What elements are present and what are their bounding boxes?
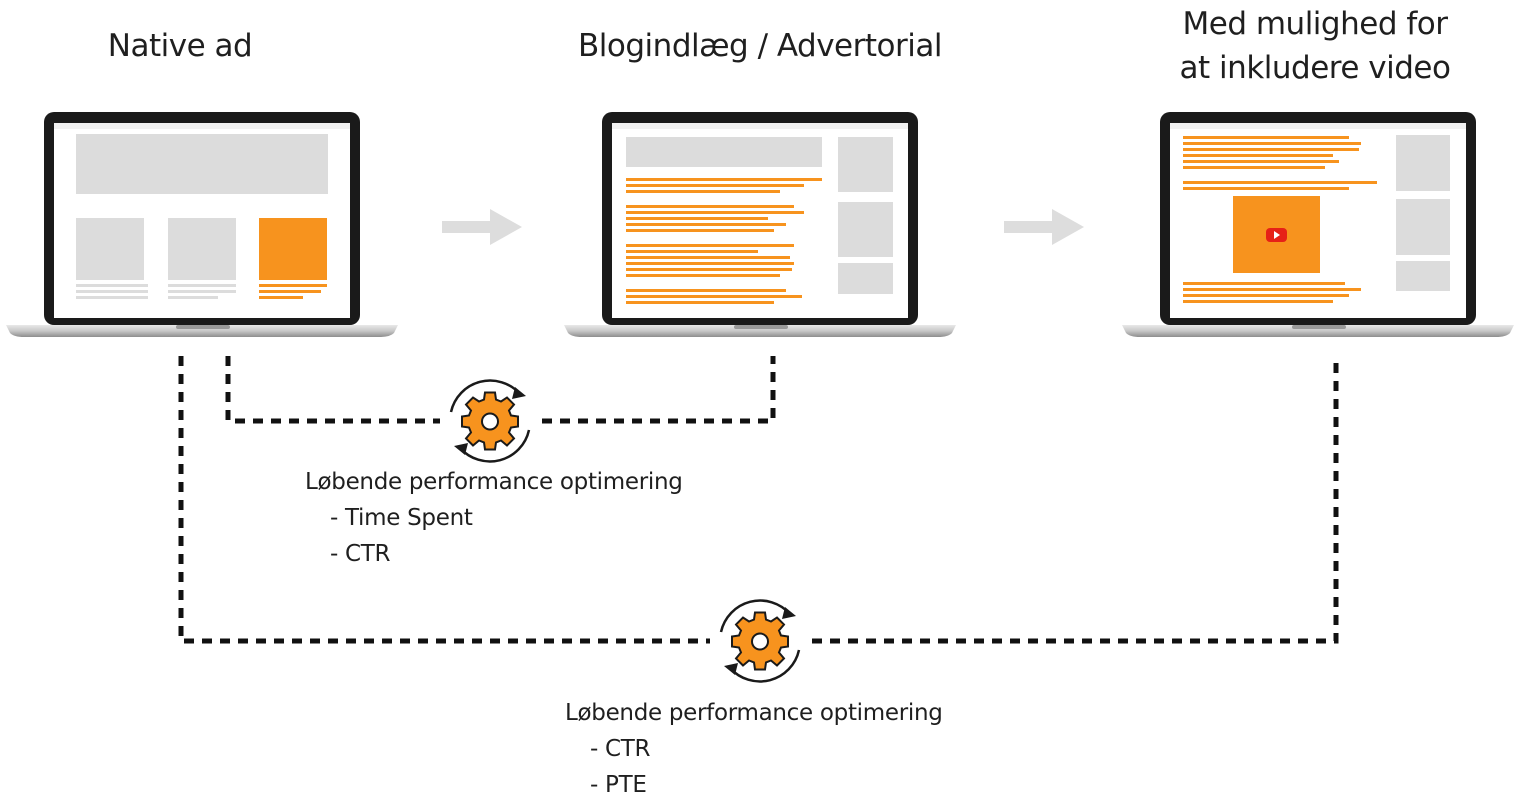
laptop-video: [1122, 112, 1514, 337]
article-text-lines: [1183, 136, 1377, 303]
dashed-connector-lines: [178, 356, 1339, 644]
native-ad-highlight: [259, 218, 327, 280]
laptop-base: [6, 325, 398, 337]
optimization-loop-2-line: [178, 356, 710, 644]
laptop-base: [1122, 325, 1514, 337]
optimization-caption-1: Løbende performance optimering Time Spen…: [305, 464, 685, 572]
gear-cycle-icon: [449, 379, 531, 463]
optimization-caption-title: Løbende performance optimering: [305, 469, 683, 495]
stage-title-native-ad: Native ad: [107, 28, 253, 64]
sidebar-placeholder: [838, 202, 893, 257]
sidebar-placeholder: [838, 263, 893, 294]
stage-title-advertorial: Blogindlæg / Advertorial: [578, 28, 942, 64]
ad-thumb-placeholder: [168, 218, 236, 280]
optimization-loop-1-line: [542, 356, 776, 424]
stage-title-video-line2: at inkludere video: [1179, 50, 1451, 86]
sidebar-placeholder: [1396, 199, 1450, 255]
metric-item: CTR: [305, 536, 685, 572]
right-arrow-icon: [1004, 209, 1084, 245]
stage-title-video: Med mulighed for at inkludere video: [1160, 2, 1470, 90]
gear-cycle-icon: [719, 599, 801, 683]
optimization-caption-title: Løbende performance optimering: [565, 700, 943, 726]
metric-item: CTR: [565, 731, 945, 767]
ad-banner-placeholder: [76, 134, 328, 194]
laptop-base: [564, 325, 956, 337]
play-icon: [1266, 228, 1287, 242]
ad-thumb-placeholder: [76, 218, 144, 280]
sidebar-placeholder: [1396, 135, 1450, 191]
sidebar-placeholder: [838, 137, 893, 192]
optimization-caption-2: Løbende performance optimering CTR PTE: [565, 695, 945, 803]
article-text-lines: [626, 178, 822, 304]
laptop-native-ad: [6, 112, 398, 337]
optimization-loop-2-line: [812, 356, 1339, 644]
metric-item: Time Spent: [305, 500, 685, 536]
laptop-advertorial: [564, 112, 956, 337]
sidebar-placeholder: [1396, 261, 1450, 291]
stage-title-video-line1: Med mulighed for: [1182, 6, 1448, 42]
right-arrow-icon: [442, 209, 522, 245]
article-header-placeholder: [626, 137, 822, 167]
metric-item: PTE: [565, 767, 945, 803]
optimization-loop-1-line: [225, 356, 440, 424]
